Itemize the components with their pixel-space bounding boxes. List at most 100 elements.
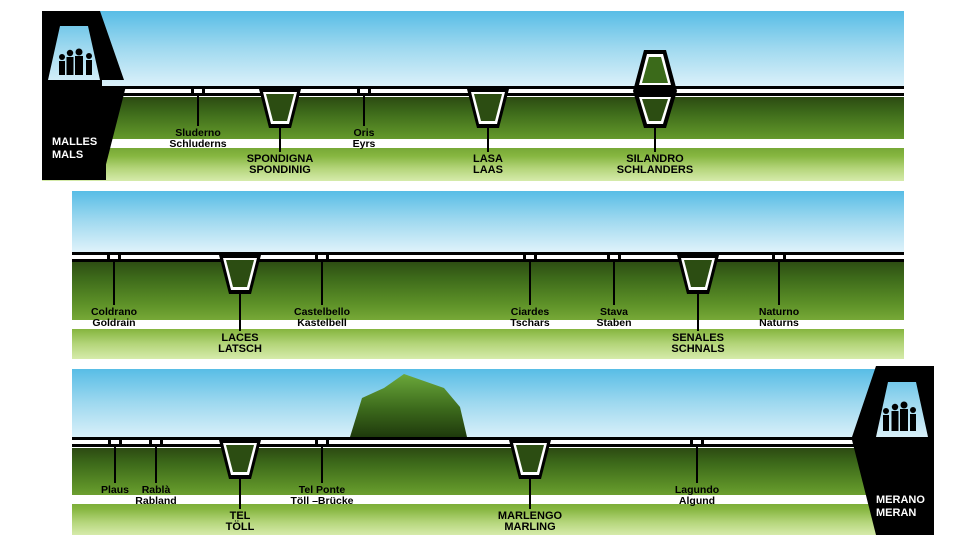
station-name-it: Stava: [599, 306, 629, 318]
terminal-start-line1: MALLES: [52, 136, 98, 148]
terminal-start-line2: MALS: [52, 149, 84, 161]
station-pole: [363, 96, 365, 126]
station-name-de: SCHNALS: [671, 343, 725, 355]
station-name-it: Oris: [353, 127, 375, 139]
row-3-ground: [72, 448, 934, 535]
station-name-it: SENALES: [672, 332, 724, 344]
stop-marker: [523, 252, 537, 262]
station-pole: [113, 262, 115, 305]
station-name-it: Lagundo: [674, 484, 720, 496]
row-2-ground: [72, 260, 904, 359]
station-name-it: LACES: [221, 332, 259, 344]
station-name-de: LATSCH: [218, 343, 262, 355]
station-label: Plaus: [101, 485, 129, 496]
station-pole: [197, 96, 199, 126]
stop-marker: [357, 86, 371, 96]
station-pole: [321, 262, 323, 305]
station-name-it: TEL: [229, 510, 251, 522]
terminal-start-label: MALLES MALS: [52, 136, 97, 162]
row-3-panel: [72, 369, 934, 535]
station-pole: [696, 447, 698, 483]
terminal-end-line1: MERANO: [876, 494, 925, 506]
station-pole: [114, 447, 116, 483]
station-pole: [529, 262, 531, 305]
station-name-de: MARLING: [504, 521, 556, 533]
station-name-de: Kastelbell: [297, 317, 347, 329]
station-name-it: Naturno: [758, 306, 800, 318]
row-1-sky: [42, 11, 904, 91]
station-name-it: Plaus: [100, 484, 130, 496]
station-name-de: SPONDINIG: [249, 164, 311, 176]
station-pole: [155, 447, 157, 483]
station-name-de: SCHLANDERS: [616, 164, 694, 176]
station-name-it: Coldrano: [90, 306, 138, 318]
terminal-end-label: MERANO MERAN: [876, 494, 925, 520]
row-1-strip: [42, 139, 904, 148]
terminal-end-line2: MERAN: [876, 507, 917, 519]
stop-marker: [107, 252, 121, 262]
station-name-it: LASA: [473, 153, 503, 165]
station-name-it: SILANDRO: [626, 153, 684, 165]
stop-marker: [315, 252, 329, 262]
station-name-it: Sluderno: [175, 127, 221, 139]
people-icon: [59, 48, 92, 75]
station-name-de: Tschars: [510, 317, 550, 329]
station-name-de: TÖLL: [225, 521, 255, 533]
row-2-panel: [72, 191, 904, 359]
row-3-strip: [72, 495, 934, 504]
station-name-de: Eyrs: [352, 138, 376, 150]
station-name-it: Tel Ponte: [298, 484, 346, 496]
row-3-track: [72, 437, 934, 447]
station-name-it: Ciardes: [510, 306, 550, 318]
station-pole: [778, 262, 780, 305]
station-pole: [613, 262, 615, 305]
stop-marker: [690, 437, 704, 447]
row-2-track: [72, 252, 904, 262]
station-name-de: LAAS: [473, 164, 503, 176]
stop-marker: [607, 252, 621, 262]
row-2-strip: [72, 320, 904, 329]
station-name-de: Töll –Brücke: [290, 495, 354, 507]
station-name-it: MARLENGO: [497, 510, 563, 522]
station-name-de: Staben: [596, 317, 632, 329]
stop-marker: [108, 437, 122, 447]
people-icon: [883, 401, 916, 431]
station-name-it: SPONDIGNA: [246, 153, 314, 165]
station-name-it: Rablà: [141, 484, 171, 496]
stop-marker: [772, 252, 786, 262]
station-name-de: Goldrain: [92, 317, 136, 329]
station-name-it: Castelbello: [293, 306, 351, 318]
station-name-de: Rabland: [135, 495, 177, 507]
row-3-sky: [72, 369, 934, 443]
station-name-de: Algund: [678, 495, 716, 507]
station-name-de: Schluderns: [169, 138, 227, 150]
station-pole: [321, 447, 323, 483]
